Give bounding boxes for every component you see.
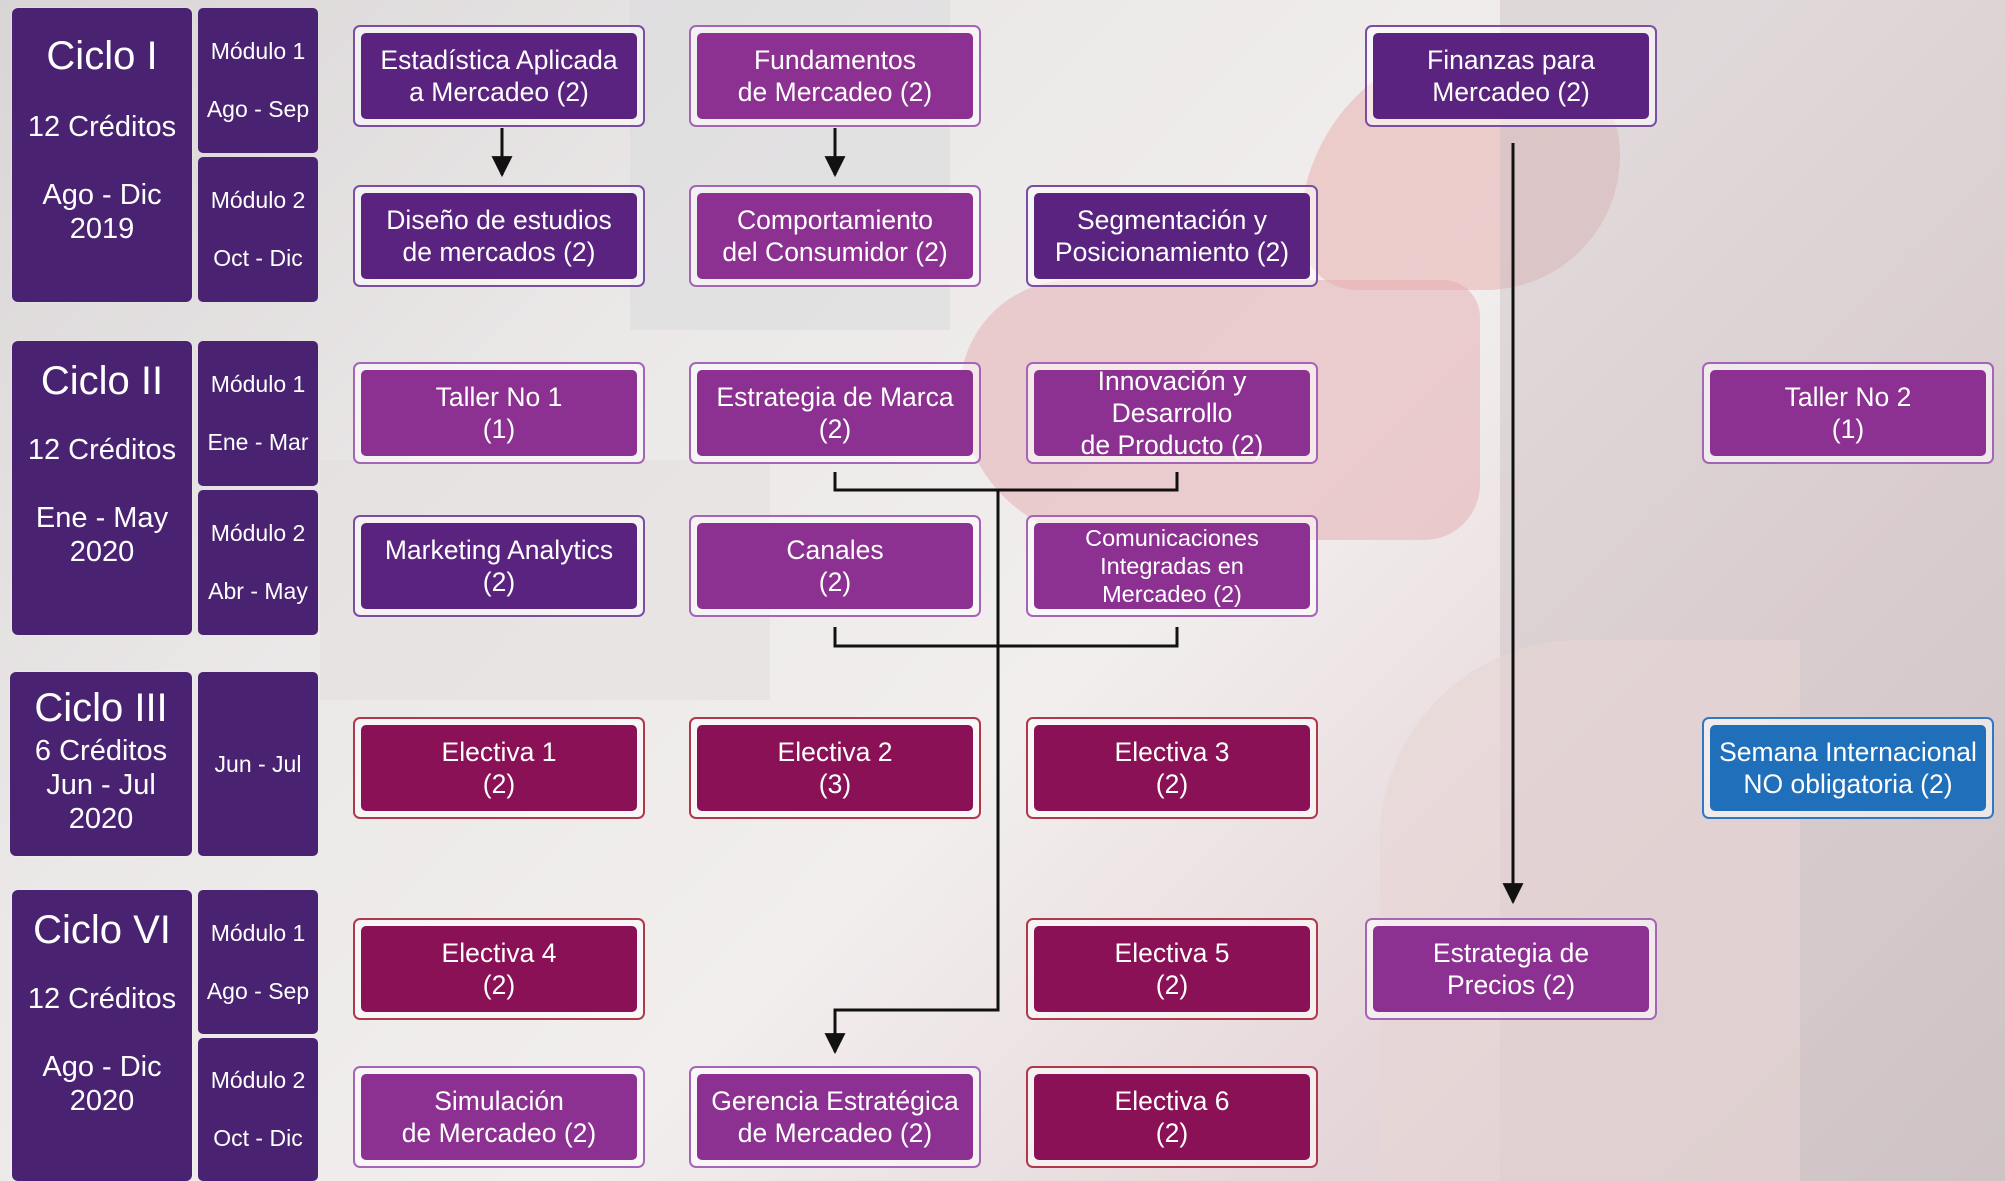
cycle-title: Ciclo III: [34, 686, 168, 730]
module-name: Módulo 1: [210, 919, 306, 946]
course-taller1[interactable]: Taller No 1 (1): [353, 362, 645, 464]
course-label: Electiva 1 (2): [361, 725, 637, 811]
course-marketing-analytics[interactable]: Marketing Analytics (2): [353, 515, 645, 617]
module-2: Módulo 2 Oct - Dic: [198, 157, 318, 302]
course-label: Canales (2): [697, 523, 973, 609]
cycle-1-panel: Ciclo I 12 Créditos Ago - Dic 2019: [12, 8, 192, 302]
bracket-canales-comunicaciones: [833, 627, 1179, 648]
module-name: Módulo 2: [210, 1067, 306, 1094]
course-label: Estadística Aplicada a Mercadeo (2): [361, 33, 637, 119]
cycle-period: Jun - Jul: [46, 769, 156, 802]
cycle-4-panel: Ciclo VI 12 Créditos Ago - Dic 2020: [12, 890, 192, 1181]
course-label: Semana Internacional NO obligatoria (2): [1710, 725, 1986, 811]
course-label: Comportamiento del Consumidor (2): [697, 193, 973, 279]
module-single: Jun - Jul: [198, 672, 318, 856]
module-2: Módulo 2 Oct - Dic: [198, 1038, 318, 1181]
cycle-credits: 12 Créditos: [27, 983, 177, 1015]
course-label: Electiva 3 (2): [1034, 725, 1310, 811]
course-segmentacion[interactable]: Segmentación y Posicionamiento (2): [1026, 185, 1318, 287]
bracket-marca-innovacion: [833, 472, 1179, 492]
cycle-credits: 12 Créditos: [27, 111, 177, 143]
module-name: Módulo 1: [210, 37, 306, 64]
course-canales[interactable]: Canales (2): [689, 515, 981, 617]
module-name: Módulo 2: [210, 186, 306, 213]
course-electiva-6[interactable]: Electiva 6 (2): [1026, 1066, 1318, 1168]
course-diseno[interactable]: Diseño de estudios de mercados (2): [353, 185, 645, 287]
course-label: Electiva 2 (3): [697, 725, 973, 811]
module-name: Módulo 1: [210, 370, 306, 397]
course-label: Estrategia de Precios (2): [1373, 926, 1649, 1012]
course-comunicaciones[interactable]: Comunicaciones Integradas en Mercadeo (2…: [1026, 515, 1318, 617]
course-label: Electiva 6 (2): [1034, 1074, 1310, 1160]
cycle-title: Ciclo I: [46, 34, 158, 78]
module-period: Abr - May: [208, 578, 308, 605]
course-label: Estrategia de Marca (2): [697, 370, 973, 456]
module-period: Ene - Mar: [207, 429, 309, 456]
course-label: Electiva 5 (2): [1034, 926, 1310, 1012]
course-electiva-3[interactable]: Electiva 3 (2): [1026, 717, 1318, 819]
module-period: Ago - Sep: [206, 977, 310, 1004]
course-label: Taller No 1 (1): [361, 370, 637, 456]
course-semana-internacional[interactable]: Semana Internacional NO obligatoria (2): [1702, 717, 1994, 819]
cycle-year: 2020: [69, 536, 135, 569]
course-label: Diseño de estudios de mercados (2): [361, 193, 637, 279]
cycle-3-panel: Ciclo III 6 Créditos Jun - Jul 2020: [10, 672, 192, 856]
module-period: Ago - Sep: [206, 96, 310, 123]
cycle-period: Ene - May: [35, 502, 169, 535]
module-1: Módulo 1 Ago - Sep: [198, 890, 318, 1034]
course-label: Finanzas para Mercadeo (2): [1373, 33, 1649, 119]
cycle-year: 2020: [69, 1085, 135, 1118]
course-label: Electiva 4 (2): [361, 926, 637, 1012]
course-comportamiento[interactable]: Comportamiento del Consumidor (2): [689, 185, 981, 287]
course-gerencia-estrategica[interactable]: Gerencia Estratégica de Mercadeo (2): [689, 1066, 981, 1168]
course-label: Fundamentos de Mercadeo (2): [697, 33, 973, 119]
cycle-period: Ago - Dic: [42, 179, 162, 212]
course-taller2[interactable]: Taller No 2 (1): [1702, 362, 1994, 464]
cycle-year: 2020: [68, 803, 134, 836]
course-estrategia-precios[interactable]: Estrategia de Precios (2): [1365, 918, 1657, 1020]
course-electiva-5[interactable]: Electiva 5 (2): [1026, 918, 1318, 1020]
cycle-credits: 6 Créditos: [34, 735, 168, 767]
arrow-to-gerencia: [824, 490, 1000, 1055]
module-1: Módulo 1 Ago - Sep: [198, 8, 318, 153]
module-2: Módulo 2 Abr - May: [198, 490, 318, 635]
course-electiva-4[interactable]: Electiva 4 (2): [353, 918, 645, 1020]
course-estadistica[interactable]: Estadística Aplicada a Mercadeo (2): [353, 25, 645, 127]
course-estrategia-marca[interactable]: Estrategia de Marca (2): [689, 362, 981, 464]
course-fundamentos[interactable]: Fundamentos de Mercadeo (2): [689, 25, 981, 127]
cycle-title: Ciclo II: [40, 359, 164, 403]
cycle-credits: 12 Créditos: [27, 434, 177, 466]
course-label: Comunicaciones Integradas en Mercadeo (2…: [1034, 523, 1310, 609]
cycle-period: Ago - Dic: [42, 1051, 162, 1084]
course-finanzas[interactable]: Finanzas para Mercadeo (2): [1365, 25, 1657, 127]
module-name: Módulo 2: [210, 519, 306, 546]
cycle-2-panel: Ciclo II 12 Créditos Ene - May 2020: [12, 341, 192, 635]
course-label: Marketing Analytics (2): [361, 523, 637, 609]
course-label: Segmentación y Posicionamiento (2): [1034, 193, 1310, 279]
course-label: Gerencia Estratégica de Mercadeo (2): [697, 1074, 973, 1160]
cycle-title: Ciclo VI: [33, 908, 171, 952]
module-period: Oct - Dic: [213, 1124, 303, 1151]
cycle-year: 2019: [69, 213, 135, 246]
course-electiva-2[interactable]: Electiva 2 (3): [689, 717, 981, 819]
course-label: Taller No 2 (1): [1710, 370, 1986, 456]
module-1: Módulo 1 Ene - Mar: [198, 341, 318, 486]
course-simulacion[interactable]: Simulación de Mercadeo (2): [353, 1066, 645, 1168]
module-period: Jun - Jul: [214, 750, 302, 777]
course-electiva-1[interactable]: Electiva 1 (2): [353, 717, 645, 819]
course-label: Innovación y Desarrollo de Producto (2): [1034, 366, 1310, 460]
course-label: Simulación de Mercadeo (2): [361, 1074, 637, 1160]
course-innovacion[interactable]: Innovación y Desarrollo de Producto (2): [1026, 362, 1318, 464]
module-period: Oct - Dic: [213, 245, 303, 272]
